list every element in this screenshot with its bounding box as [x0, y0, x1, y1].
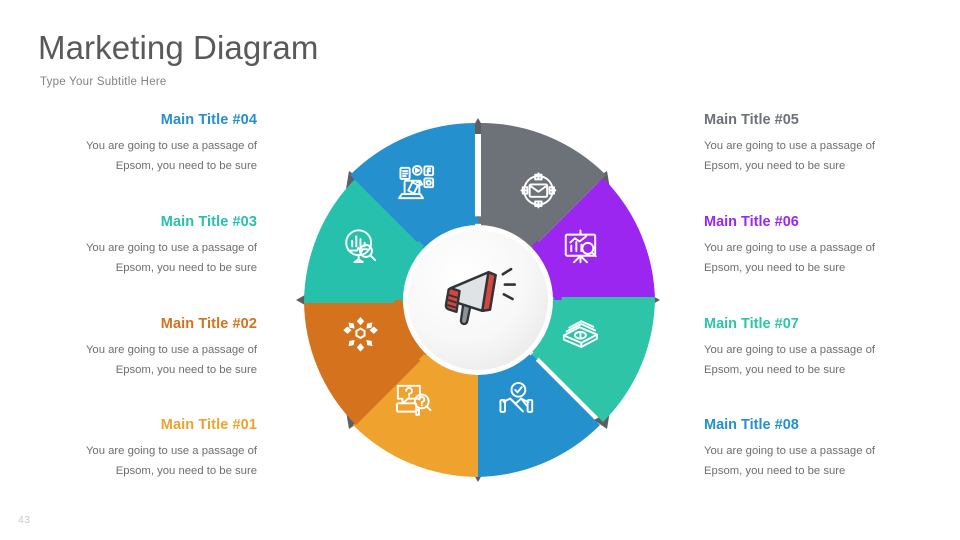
- chart-presentation-icon: [564, 229, 597, 264]
- info-item-description: You are going to use a passage of Epsom,…: [704, 444, 876, 478]
- info-item-06[interactable]: Main Title #06 You are going to use a pa…: [704, 214, 909, 278]
- hub-color-ring: [394, 216, 562, 384]
- info-item-title: Main Title #07: [704, 316, 799, 332]
- info-item-title: Main Title #01: [160, 417, 257, 433]
- info-item-title: Main Title #04: [160, 112, 257, 128]
- info-item-title: Main Title #03: [160, 214, 257, 230]
- info-item-02[interactable]: Main Title #02 You are going to use a pa…: [52, 316, 257, 380]
- email-target-icon: [520, 172, 557, 209]
- page-number: 43: [18, 514, 31, 526]
- info-item-title: Main Title #02: [160, 316, 257, 332]
- info-item-title: Main Title #05: [704, 112, 799, 128]
- info-item-08[interactable]: Main Title #08 You are going to use a pa…: [704, 417, 909, 481]
- social-media-icon: [398, 165, 435, 200]
- info-item-05[interactable]: Main Title #05 You are going to use a pa…: [704, 112, 909, 176]
- page-title: Marketing Diagram: [38, 29, 319, 66]
- question-research-icon: [395, 384, 432, 416]
- analytics-search-icon: [345, 229, 377, 264]
- info-item-04[interactable]: Main Title #04 You are going to use a pa…: [52, 112, 257, 176]
- info-item-description: You are going to use a passage of Epsom,…: [85, 139, 257, 173]
- money-stack-icon: [562, 320, 598, 348]
- info-item-description: You are going to use a passage of Epsom,…: [85, 343, 257, 377]
- page-subtitle: Type Your Subtitle Here: [40, 76, 167, 89]
- info-item-description: You are going to use a passage of Epsom,…: [85, 241, 257, 275]
- info-item-01[interactable]: Main Title #01 You are going to use a pa…: [52, 417, 257, 481]
- info-item-description: You are going to use a passage of Epsom,…: [85, 444, 257, 478]
- info-item-title: Main Title #06: [704, 214, 799, 230]
- info-item-description: You are going to use a passage of Epsom,…: [704, 343, 876, 377]
- handshake-check-icon: [499, 381, 534, 413]
- network-nodes-icon: [343, 317, 378, 352]
- megaphone-icon: [444, 267, 516, 326]
- info-item-title: Main Title #08: [704, 417, 799, 433]
- marketing-wheel-diagram: [288, 110, 668, 490]
- info-item-07[interactable]: Main Title #07 You are going to use a pa…: [704, 316, 909, 380]
- info-item-description: You are going to use a passage of Epsom,…: [704, 241, 876, 275]
- info-item-description: You are going to use a passage of Epsom,…: [704, 139, 876, 173]
- slide-header: Marketing Diagram Type Your Subtitle Her…: [38, 29, 638, 89]
- info-item-03[interactable]: Main Title #03 You are going to use a pa…: [52, 214, 257, 278]
